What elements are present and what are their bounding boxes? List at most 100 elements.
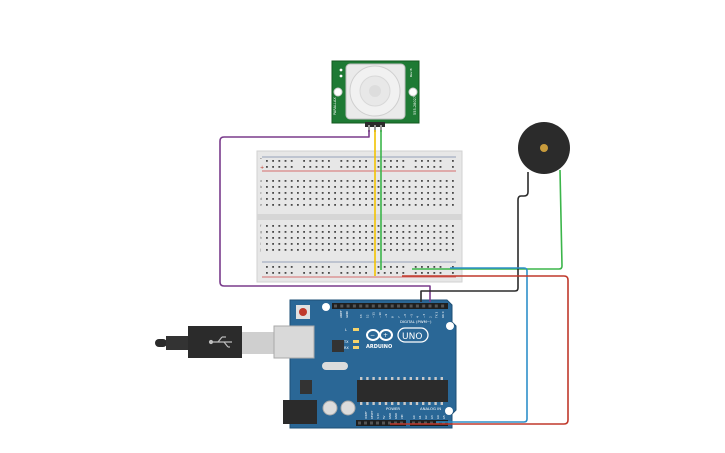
breadboard-hole[interactable]	[290, 272, 293, 274]
breadboard-hole[interactable]	[266, 225, 268, 227]
breadboard-hole[interactable]	[328, 231, 330, 233]
breadboard-hole[interactable]	[340, 204, 343, 206]
breadboard-hole[interactable]	[346, 192, 349, 194]
breadboard-hole[interactable]	[284, 160, 287, 162]
breadboard-hole[interactable]	[452, 243, 454, 245]
breadboard-hole[interactable]	[346, 166, 349, 168]
breadboard-hole[interactable]	[284, 249, 287, 251]
breadboard-hole[interactable]	[377, 237, 380, 239]
breadboard-hole[interactable]	[352, 266, 355, 268]
breadboard-hole[interactable]	[408, 237, 411, 239]
breadboard-hole[interactable]	[346, 186, 349, 188]
breadboard-hole[interactable]	[371, 225, 374, 227]
breadboard-hole[interactable]	[272, 198, 274, 200]
breadboard-hole[interactable]	[408, 231, 411, 233]
digital-socket[interactable]	[334, 304, 337, 308]
breadboard-hole[interactable]	[359, 192, 361, 194]
breadboard-hole[interactable]	[383, 186, 386, 188]
digital-socket[interactable]	[359, 304, 363, 308]
digital-socket[interactable]	[390, 304, 394, 308]
breadboard-hole[interactable]	[334, 198, 336, 200]
breadboard-hole[interactable]	[290, 243, 293, 245]
breadboard-hole[interactable]	[439, 198, 442, 200]
breadboard-hole[interactable]	[272, 237, 274, 239]
breadboard-hole[interactable]	[352, 160, 355, 162]
breadboard-hole[interactable]	[272, 204, 274, 206]
breadboard-hole[interactable]	[309, 186, 312, 188]
breadboard-hole[interactable]	[352, 166, 355, 168]
breadboard-hole[interactable]	[439, 237, 442, 239]
digital-socket[interactable]	[397, 304, 400, 308]
breadboard-hole[interactable]	[315, 160, 318, 162]
breadboard-hole[interactable]	[390, 204, 392, 206]
analog-pin-header[interactable]	[410, 420, 448, 426]
breadboard-hole[interactable]	[402, 231, 405, 233]
breadboard-hole[interactable]	[421, 204, 423, 206]
breadboard-hole[interactable]	[340, 225, 343, 227]
breadboard-hole[interactable]	[303, 198, 305, 200]
breadboard-hole[interactable]	[328, 243, 330, 245]
power-socket[interactable]	[388, 421, 391, 425]
breadboard-hole[interactable]	[445, 249, 448, 251]
breadboard-hole[interactable]	[321, 249, 324, 251]
breadboard-hole[interactable]	[290, 160, 293, 162]
breadboard-hole[interactable]	[359, 225, 361, 227]
breadboard-hole[interactable]	[396, 186, 398, 188]
breadboard-hole[interactable]	[328, 225, 330, 227]
breadboard-hole[interactable]	[365, 186, 367, 188]
breadboard-hole[interactable]	[352, 231, 355, 233]
breadboard-hole[interactable]	[383, 266, 386, 268]
breadboard-hole[interactable]	[309, 192, 312, 194]
breadboard-hole[interactable]	[266, 186, 268, 188]
breadboard-hole[interactable]	[439, 266, 442, 268]
breadboard-hole[interactable]	[445, 237, 448, 239]
breadboard-hole[interactable]	[383, 272, 386, 274]
breadboard-hole[interactable]	[346, 249, 349, 251]
power-socket[interactable]	[382, 421, 385, 425]
breadboard-hole[interactable]	[352, 249, 355, 251]
breadboard-hole[interactable]	[427, 272, 429, 274]
breadboard-hole[interactable]	[346, 266, 349, 268]
breadboard-hole[interactable]	[414, 180, 417, 182]
pir-sensor[interactable]: PARALLAX 555-28027 Rev B	[331, 60, 420, 132]
breadboard-hole[interactable]	[439, 231, 442, 233]
breadboard-hole[interactable]	[383, 192, 386, 194]
breadboard-hole[interactable]	[352, 243, 355, 245]
pir-pin-gnd[interactable]	[368, 125, 370, 132]
breadboard-hole[interactable]	[452, 204, 454, 206]
breadboard-hole[interactable]	[290, 225, 293, 227]
breadboard-hole[interactable]	[297, 231, 299, 233]
breadboard-hole[interactable]	[272, 192, 274, 194]
digital-socket[interactable]	[352, 304, 356, 308]
breadboard-hole[interactable]	[290, 231, 293, 233]
breadboard-hole[interactable]	[427, 225, 429, 227]
breadboard-hole[interactable]	[433, 249, 436, 251]
breadboard-hole[interactable]	[439, 180, 442, 182]
breadboard-hole[interactable]	[371, 198, 374, 200]
breadboard-hole[interactable]	[284, 272, 287, 274]
breadboard-hole[interactable]	[340, 180, 343, 182]
breadboard-hole[interactable]	[328, 249, 330, 251]
arduino-uno[interactable]: − + ARDUINO UNO L TX RX DIGITAL (PWM~) A…	[155, 299, 457, 429]
breadboard-hole[interactable]	[365, 231, 367, 233]
breadboard-hole[interactable]	[328, 180, 330, 182]
power-socket[interactable]	[394, 421, 397, 425]
breadboard-hole[interactable]	[266, 237, 268, 239]
header-pin-sockets[interactable]	[334, 304, 445, 425]
breadboard-hole[interactable]	[433, 192, 436, 194]
breadboard-hole[interactable]	[359, 249, 361, 251]
breadboard-hole[interactable]	[371, 249, 374, 251]
breadboard-hole[interactable]	[414, 192, 417, 194]
breadboard-hole[interactable]	[402, 160, 405, 162]
breadboard-hole[interactable]	[321, 192, 324, 194]
breadboard-hole[interactable]	[290, 166, 293, 168]
breadboard-hole[interactable]	[303, 272, 305, 274]
breadboard-hole[interactable]	[433, 204, 436, 206]
breadboard-hole[interactable]	[290, 180, 293, 182]
breadboard-hole[interactable]	[266, 166, 268, 168]
breadboard-hole[interactable]	[352, 204, 355, 206]
breadboard-hole[interactable]	[377, 180, 380, 182]
breadboard-hole[interactable]	[390, 166, 392, 168]
